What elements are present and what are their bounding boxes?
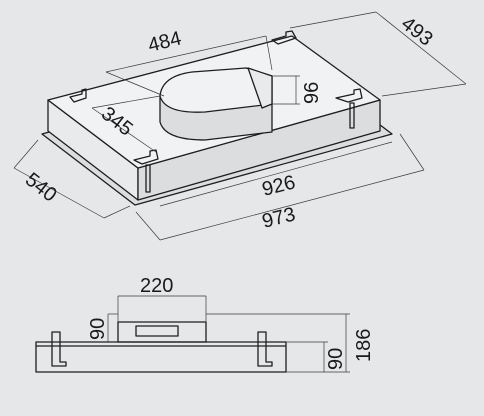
side-bracket-right bbox=[257, 331, 273, 367]
side-duct bbox=[117, 321, 207, 343]
dimension-lines-top bbox=[13, 11, 467, 241]
mounting-bracket-right bbox=[335, 88, 363, 129]
side-view: 220 90 90 186 bbox=[35, 275, 375, 373]
dim-926: 926 bbox=[260, 171, 298, 200]
duct-outlet bbox=[159, 67, 273, 141]
dim-493: 493 bbox=[397, 13, 437, 51]
dimension-lines-side bbox=[107, 295, 350, 373]
mounting-bracket-front bbox=[133, 149, 159, 193]
dim-540: 540 bbox=[21, 169, 61, 207]
side-bracket-left bbox=[51, 331, 67, 367]
dim-973: 973 bbox=[260, 203, 298, 232]
dim-484: 484 bbox=[146, 27, 184, 56]
mounting-bracket-left bbox=[69, 88, 87, 103]
dim-96: 96 bbox=[301, 82, 323, 104]
mounting-bracket-back bbox=[271, 30, 297, 45]
dim-186: 186 bbox=[353, 329, 375, 362]
isometric-view: 484 493 96 345 926 973 540 bbox=[13, 11, 467, 241]
dim-90-body: 90 bbox=[325, 348, 347, 370]
dim-220: 220 bbox=[140, 275, 173, 297]
dim-90-duct: 90 bbox=[87, 318, 109, 340]
